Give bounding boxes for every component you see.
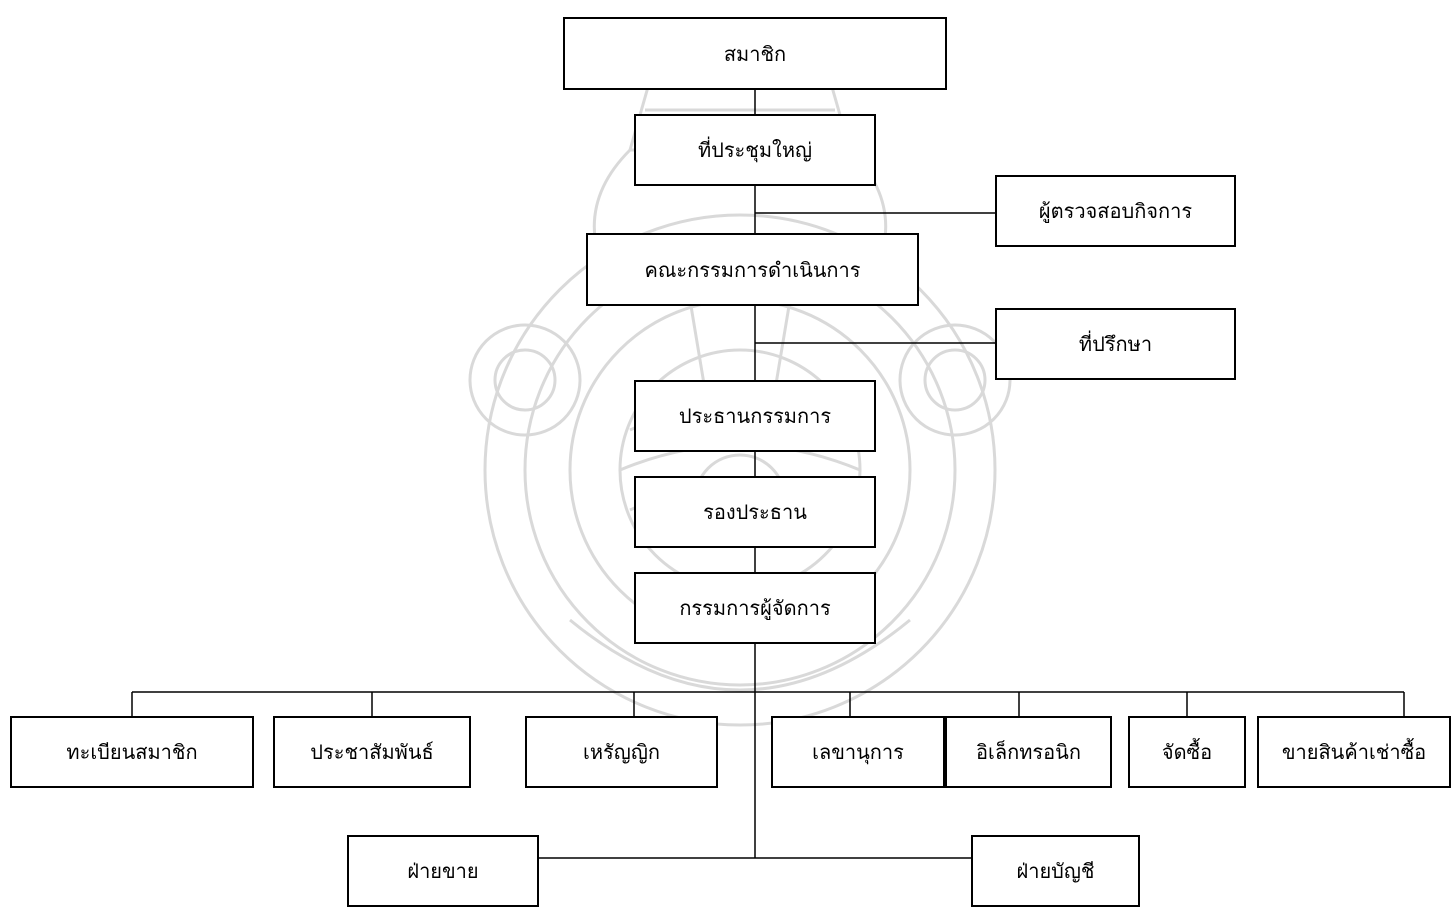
node-hire-purchase-sales: ขายสินค้าเช่าซื้อ bbox=[1257, 716, 1451, 788]
node-managing-director: กรรมการผู้จัดการ bbox=[634, 572, 876, 644]
node-procurement: จัดซื้อ bbox=[1128, 716, 1246, 788]
node-auditor: ผู้ตรวจสอบกิจการ bbox=[995, 175, 1236, 247]
node-treasurer: เหรัญญิก bbox=[525, 716, 718, 788]
node-vice-chairman: รองประธาน bbox=[634, 476, 876, 548]
node-member-registration: ทะเบียนสมาชิก bbox=[10, 716, 254, 788]
node-chairman: ประธานกรรมการ bbox=[634, 380, 876, 452]
node-sales-dept: ฝ่ายขาย bbox=[347, 835, 539, 907]
node-accounting-dept: ฝ่ายบัญชี bbox=[971, 835, 1140, 907]
node-advisor: ที่ปรึกษา bbox=[995, 308, 1236, 380]
node-members: สมาชิก bbox=[563, 17, 947, 90]
node-electronics: อิเล็กทรอนิก bbox=[945, 716, 1112, 788]
node-board: คณะกรรมการดำเนินการ bbox=[586, 233, 919, 306]
node-general-meeting: ที่ประชุมใหญ่ bbox=[634, 114, 876, 186]
node-secretary: เลขานุการ bbox=[771, 716, 945, 788]
node-public-relations: ประชาสัมพันธ์ bbox=[273, 716, 471, 788]
